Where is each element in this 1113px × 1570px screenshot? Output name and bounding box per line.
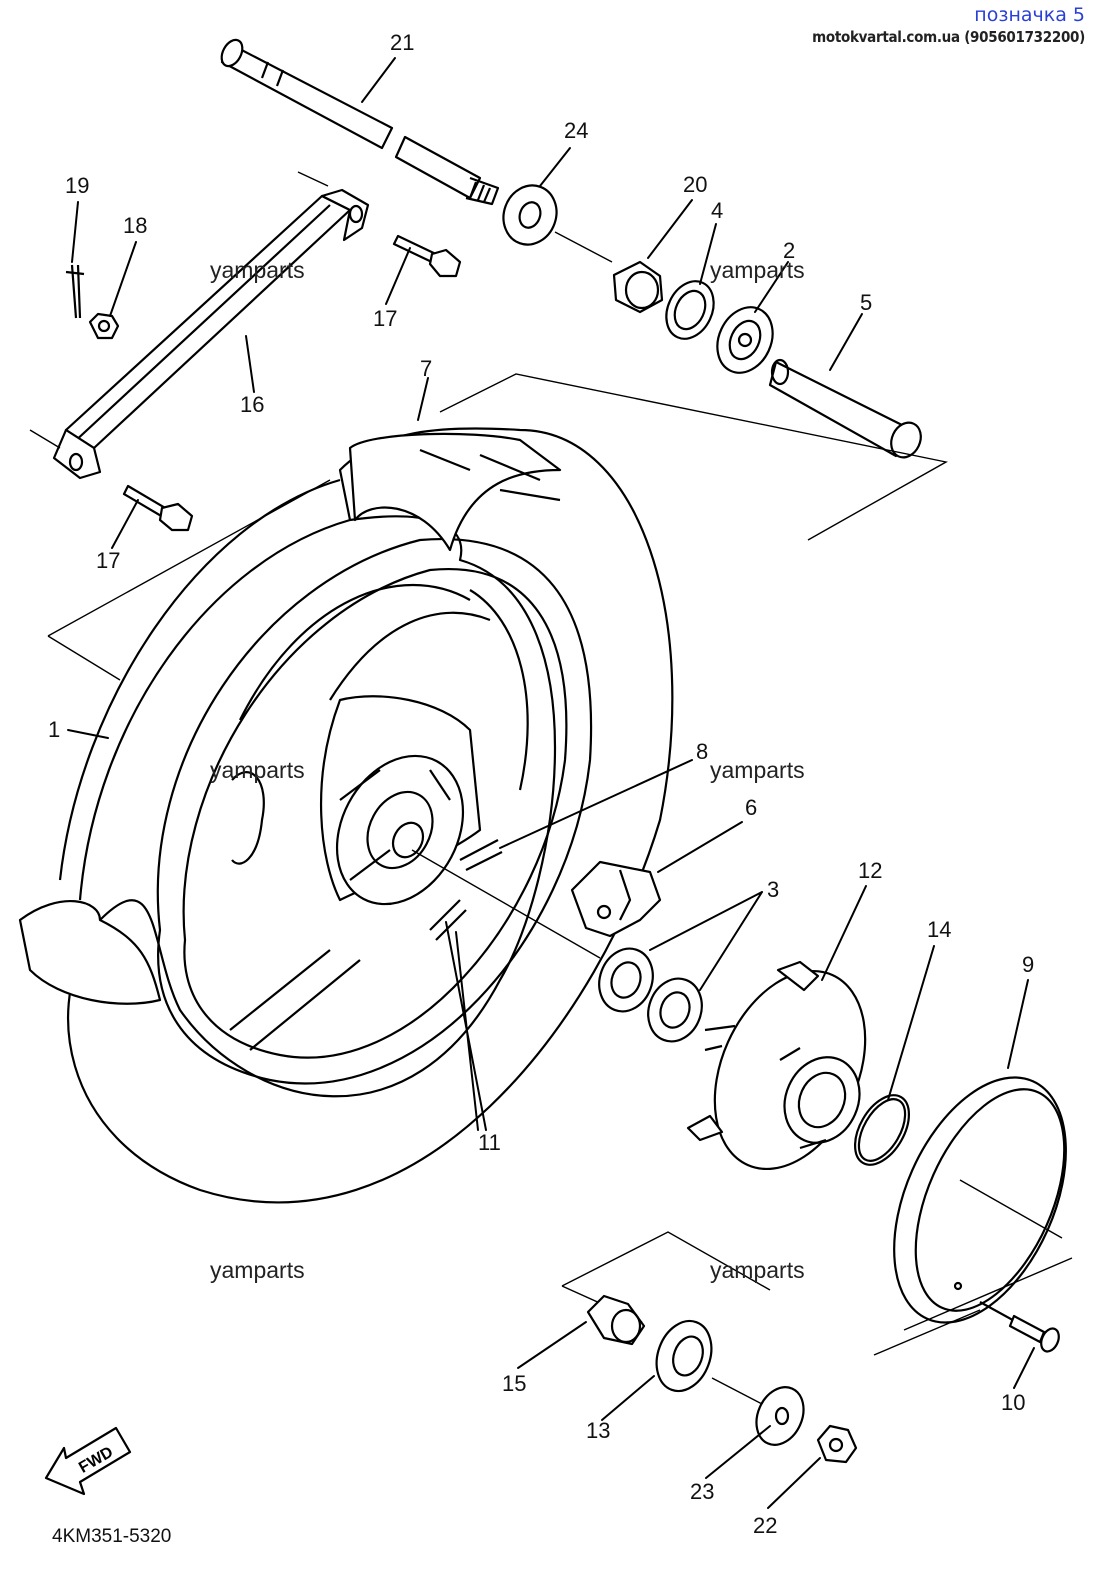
- oil-seal-4-part: [665, 280, 715, 340]
- callout-3: 3: [767, 877, 779, 902]
- callout-12: 12: [858, 858, 882, 883]
- brake-hub-12-part: [686, 960, 867, 1171]
- drum-cover-9-part: [893, 1076, 1073, 1331]
- watermark-text: yamparts: [210, 757, 305, 783]
- bearing-13-part: [655, 1319, 713, 1393]
- callout-22: 22: [753, 1513, 777, 1538]
- spacer-5-part: [768, 358, 922, 459]
- bearing-2-part: [716, 306, 774, 374]
- screw-10-part: [979, 1301, 1060, 1353]
- source-site-label: motokvartal.com.ua (905601732200): [812, 28, 1085, 46]
- callout-17-upper: 17: [373, 306, 397, 331]
- marking-label: позначка 5: [974, 4, 1085, 26]
- bolt-17-upper-part: [392, 234, 462, 278]
- axle-holder-part: [29, 171, 370, 480]
- bearing-3a-part: [598, 947, 654, 1013]
- watermark-text: yamparts: [710, 1257, 805, 1283]
- callout-8: 8: [696, 739, 708, 764]
- callout-labels: 21 24 20 4 2 5 19 18 17 16 17 7 1 8 6 3 …: [48, 30, 1034, 1538]
- nut-18-part: [88, 312, 120, 340]
- callout-23: 23: [690, 1479, 714, 1504]
- bearing-3b-part: [647, 977, 703, 1043]
- callout-17-lower: 17: [96, 548, 120, 573]
- leader-lines: [67, 57, 1035, 1509]
- callout-14: 14: [927, 917, 951, 942]
- callout-6: 6: [745, 795, 757, 820]
- watermark-text: yamparts: [710, 257, 805, 283]
- callout-1: 1: [48, 717, 60, 742]
- nut-22-part: [816, 1424, 858, 1464]
- fwd-arrow-icon: FWD: [44, 1426, 132, 1496]
- diagram-code: 4KM351-5320: [52, 1526, 171, 1547]
- callout-15: 15: [502, 1371, 526, 1396]
- axle-part: [220, 38, 500, 206]
- speed-sensor-6-part: [570, 860, 662, 938]
- callout-5: 5: [860, 290, 872, 315]
- washer-23-part: [755, 1386, 805, 1446]
- callout-18: 18: [123, 213, 147, 238]
- callout-9: 9: [1022, 952, 1034, 977]
- wheel-assembly: [18, 373, 948, 1204]
- collar-15-part: [586, 1294, 646, 1346]
- callout-20: 20: [683, 172, 707, 197]
- callout-16: 16: [240, 392, 264, 417]
- callout-21: 21: [390, 30, 414, 55]
- callout-10: 10: [1001, 1390, 1025, 1415]
- callout-13: 13: [586, 1418, 610, 1443]
- o-ring-14-part: [853, 1094, 911, 1166]
- watermark-text: yamparts: [210, 1257, 305, 1283]
- callout-24: 24: [564, 118, 588, 143]
- bolt-17-lower-part: [122, 484, 194, 532]
- split-pin-part: [65, 264, 85, 319]
- callout-7: 7: [420, 356, 432, 381]
- watermark-text: yamparts: [210, 257, 305, 283]
- watermark-text: yamparts: [710, 757, 805, 783]
- watermarks: yamparts yamparts yamparts yamparts yamp…: [210, 257, 805, 1283]
- callout-19: 19: [65, 173, 89, 198]
- callout-4: 4: [711, 198, 723, 223]
- spacer-24-part: [502, 184, 558, 246]
- callout-2: 2: [783, 238, 795, 263]
- callout-11: 11: [478, 1130, 501, 1155]
- collar-20-part: [612, 260, 664, 314]
